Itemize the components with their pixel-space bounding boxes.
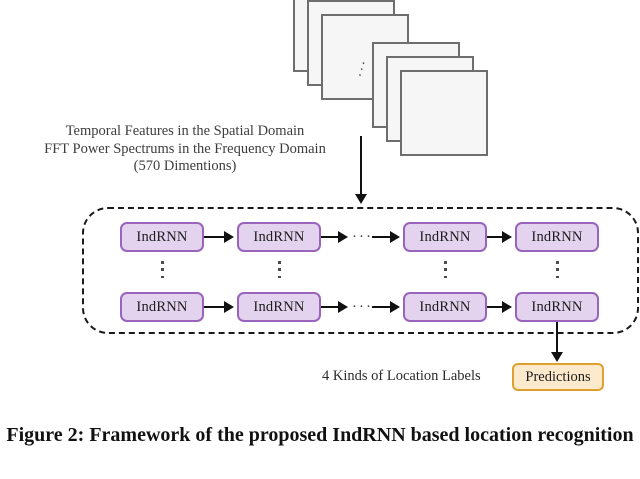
indrnn-cell-r1c2[interactable]: IndRNN bbox=[237, 222, 321, 252]
arrow-r1-1-line bbox=[204, 236, 226, 238]
indrnn-cell-r2c4[interactable]: IndRNN bbox=[515, 292, 599, 322]
network-to-prediction-arrow-line bbox=[556, 322, 558, 355]
input-description-line-1: Temporal Features in the Spatial Domain bbox=[65, 123, 305, 139]
arrow-r2-4-head bbox=[502, 301, 512, 313]
indrnn-cell-r1c3[interactable]: IndRNN bbox=[403, 222, 487, 252]
indrnn-cell-r1c1[interactable]: IndRNN bbox=[120, 222, 204, 252]
column-3-vertical-ellipsis-icon bbox=[444, 261, 447, 278]
arrow-r2-1-head bbox=[224, 301, 234, 313]
input-to-network-arrow-line bbox=[360, 136, 362, 196]
arrow-r2-1-line bbox=[204, 306, 226, 308]
feature-square-6 bbox=[400, 70, 488, 156]
arrow-r1-4-line bbox=[487, 236, 504, 238]
arrow-r1-2-head bbox=[338, 231, 348, 243]
arrow-r2-3-head bbox=[390, 301, 400, 313]
row-1-ellipsis-icon: ··· bbox=[352, 229, 373, 245]
indrnn-cell-r1c4[interactable]: IndRNN bbox=[515, 222, 599, 252]
network-to-prediction-arrow-head bbox=[551, 352, 563, 362]
column-1-vertical-ellipsis-icon bbox=[161, 261, 164, 278]
column-4-vertical-ellipsis-icon bbox=[556, 261, 559, 278]
arrow-r1-1-head bbox=[224, 231, 234, 243]
row-2-ellipsis-icon: ··· bbox=[352, 299, 373, 315]
arrow-r2-3-line bbox=[372, 306, 392, 308]
network-container bbox=[82, 207, 639, 334]
indrnn-cell-r2c2[interactable]: IndRNN bbox=[237, 292, 321, 322]
arrow-r2-2-line bbox=[321, 306, 340, 308]
input-description: Temporal Features in the Spatial Domain … bbox=[17, 123, 353, 176]
input-description-line-3: (570 Dimentions) bbox=[133, 158, 237, 174]
arrow-r1-3-line bbox=[372, 236, 392, 238]
predictions-box[interactable]: Predictions bbox=[512, 363, 604, 391]
arrow-r2-4-line bbox=[487, 306, 504, 308]
input-to-network-arrow-head bbox=[355, 194, 367, 204]
location-labels-text: 4 Kinds of Location Labels bbox=[322, 368, 481, 384]
arrow-r1-2-line bbox=[321, 236, 340, 238]
indrnn-cell-r2c3[interactable]: IndRNN bbox=[403, 292, 487, 322]
column-2-vertical-ellipsis-icon bbox=[278, 261, 281, 278]
input-description-line-2: FFT Power Spectrums in the Frequency Dom… bbox=[44, 140, 326, 157]
arrow-r2-2-head bbox=[338, 301, 348, 313]
arrow-r1-3-head bbox=[390, 231, 400, 243]
indrnn-cell-r2c1[interactable]: IndRNN bbox=[120, 292, 204, 322]
arrow-r1-4-head bbox=[502, 231, 512, 243]
figure-caption: Figure 2: Framework of the proposed IndR… bbox=[6, 424, 634, 446]
